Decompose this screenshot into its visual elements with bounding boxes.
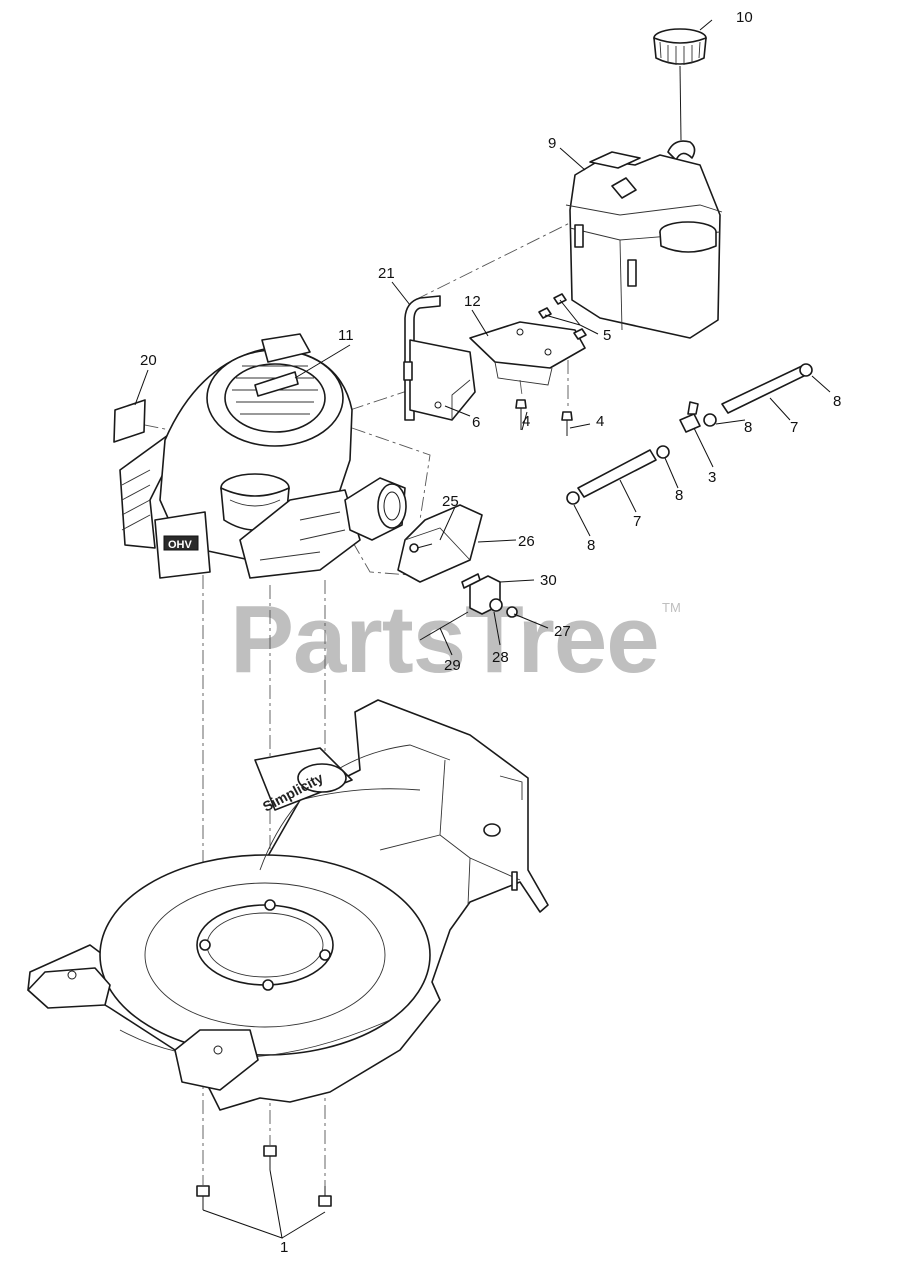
callout-3[interactable]: 3 [708,469,716,486]
watermark-text: PartsTree [230,586,659,693]
leader-lines [134,19,831,1239]
decal-part[interactable] [113,399,146,443]
mower-deck-part[interactable]: Simplicity [27,699,549,1111]
callout-9[interactable]: 9 [548,135,556,152]
engine-badge: OHV [168,539,193,551]
callout-5[interactable]: 5 [603,327,611,344]
throttle-cable-part[interactable] [419,611,469,641]
deck-bolts-part[interactable] [196,1145,332,1210]
fuel-cap-part[interactable] [653,28,707,161]
watermark-trademark: TM [662,600,681,615]
callout-12[interactable]: 12 [464,293,481,310]
callout-7[interactable]: 7 [633,513,641,530]
callout-26[interactable]: 26 [518,533,535,550]
callout-labels: 1 3 4 4 5 6 7 7 8 8 8 8 9 10 11 12 20 21… [140,9,841,1256]
callout-28[interactable]: 28 [492,649,509,666]
callout-8[interactable]: 8 [675,487,683,504]
callout-30[interactable]: 30 [540,572,557,589]
bracket-plate-part[interactable] [469,321,586,386]
fuel-tank-part[interactable] [565,151,723,339]
callout-7[interactable]: 7 [790,419,798,436]
callout-4[interactable]: 4 [596,413,604,430]
callout-6[interactable]: 6 [472,414,480,431]
callout-11[interactable]: 11 [338,327,354,344]
fuel-hose-upper[interactable] [703,363,813,427]
callout-29[interactable]: 29 [444,657,461,674]
callout-1[interactable]: 1 [280,1239,288,1256]
shield-screw-part[interactable] [409,543,433,553]
callout-10[interactable]: 10 [736,9,753,26]
callout-21[interactable]: 21 [378,265,395,282]
engine-shield-part[interactable] [397,504,483,583]
screws-group[interactable] [515,293,587,436]
callout-4[interactable]: 4 [522,413,530,430]
throttle-control-part[interactable] [461,573,518,618]
callout-8[interactable]: 8 [833,393,841,410]
fuel-hose-lower[interactable] [566,445,670,505]
callout-25[interactable]: 25 [442,493,459,510]
callout-8[interactable]: 8 [587,537,595,554]
engine-part[interactable]: OHV [119,333,407,579]
watermark: PartsTree TM [230,586,681,693]
callout-27[interactable]: 27 [554,623,571,640]
callout-20[interactable]: 20 [140,352,157,369]
callout-8[interactable]: 8 [744,419,752,436]
mounting-bracket-part[interactable] [403,339,476,421]
fuel-shutoff-valve[interactable] [679,401,701,433]
